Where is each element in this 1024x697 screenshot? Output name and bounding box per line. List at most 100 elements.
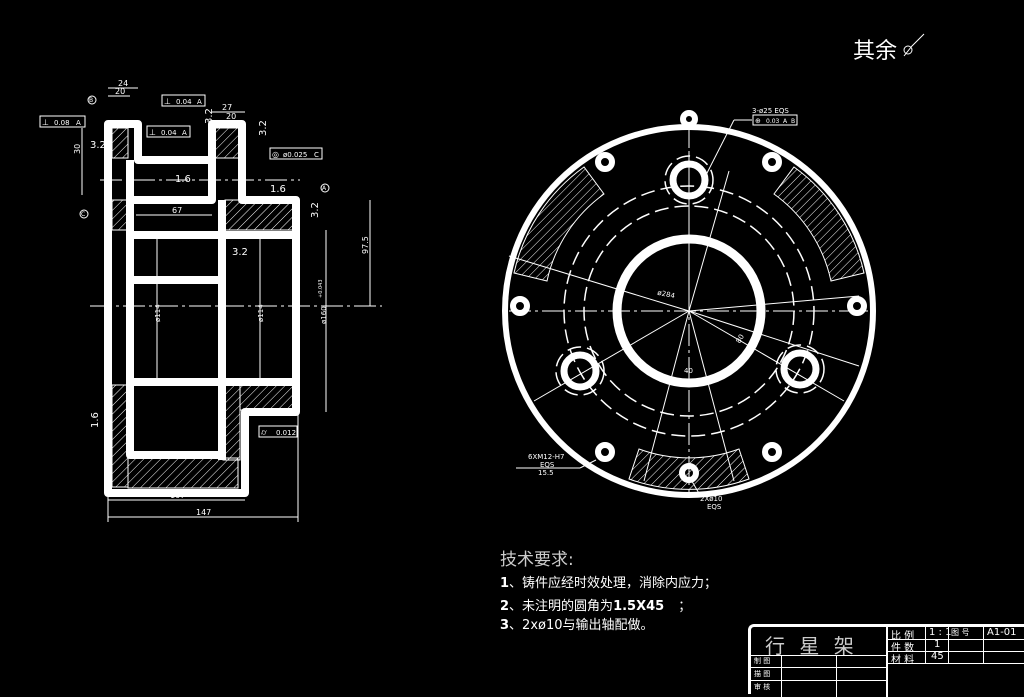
item-text: 、铸件应经时效处理，消除内应力； [509, 576, 718, 591]
drawing-no-label: 图 号 [951, 628, 970, 637]
large-hole [555, 155, 825, 396]
drawing-annotation: C [81, 211, 85, 218]
drawing-annotation: A [182, 129, 187, 137]
general-roughness-note: 其余 [853, 33, 925, 64]
drawing-annotation: ⊕ [755, 117, 761, 125]
drawing-line [903, 45, 913, 55]
drawing-line [595, 152, 615, 172]
requirement-item: 1、铸件应经时效处理，消除内应力； [500, 572, 717, 591]
drawing-annotation: ø114 [257, 304, 265, 322]
drawing-line [762, 152, 782, 172]
drawing-annotation: ø0.025 [283, 151, 307, 159]
tolerance-frame: ⊥ 0.04 A [161, 94, 206, 107]
drawing-line [595, 442, 615, 462]
drawing-line [903, 33, 925, 57]
drawing-line [689, 477, 701, 496]
drawing-annotation: A [783, 118, 788, 125]
drawing-annotation: ⊥ [42, 118, 49, 127]
drawing-line [847, 296, 867, 316]
material-label: 材 料 [891, 655, 915, 666]
drawing-line [680, 110, 698, 128]
drawing-line [130, 158, 216, 204]
drawing-line [508, 151, 860, 482]
item-number: 3 [500, 618, 510, 633]
drawing-line [81, 87, 371, 522]
item-text: 、2xø10与输出轴配做。 [509, 618, 654, 633]
drawing-annotation: A [197, 98, 202, 106]
requirement-item: 2、未注明的圆角为1.5X45 ； [500, 595, 691, 614]
drawing-annotation: 1.6 [270, 184, 286, 195]
drawing-line [688, 295, 860, 312]
tolerance-frame: ⊥ 0.08 A [39, 115, 86, 128]
drawing-line [688, 170, 730, 312]
tolerance-frame: ⌭ 0.012 [258, 425, 298, 438]
drawing-annotation: 15.5 [538, 469, 554, 477]
drawing-annotation: 2Xø10 [700, 495, 722, 503]
drawing-annotation: B [791, 118, 795, 125]
item-tail: ； [678, 599, 692, 614]
hatch-region [111, 384, 129, 488]
tolerance-frame: ◎ ø0.025 C [269, 147, 323, 160]
drawing-line [320, 183, 330, 193]
drawing-annotation: 3.2 [204, 108, 215, 124]
drawing-annotation: 107 [170, 491, 185, 500]
title-block: 行 星 架 比 例 1 : 1 图 号 A1-01 件 数 1 材 料 45 制… [748, 624, 1024, 697]
thread-callout: 6XM12-H7 EQS 15.5 [516, 453, 597, 477]
hatch-region [127, 457, 239, 489]
fillet-value: 1.5X45 [613, 599, 665, 614]
drawing-annotation: 3.2 [232, 247, 248, 258]
drawing-annotation: A [322, 185, 327, 192]
qty-value: 1 [934, 639, 941, 650]
hatch-region [111, 199, 129, 231]
drawing-annotation: 6XM12-H7 [528, 453, 564, 461]
drawing-annotation: 8 [144, 156, 148, 164]
drawing-line [146, 125, 191, 138]
drawing-annotation: ◎ [272, 150, 279, 159]
bolt-holes [510, 110, 867, 483]
hatch-region [513, 166, 605, 282]
drawing-annotation: 67 [172, 206, 182, 215]
hatch-region [239, 384, 296, 411]
drawing-annotation: 20 [115, 87, 125, 96]
drawing-line [752, 114, 798, 126]
hatch-region [773, 166, 865, 282]
drawing-annotation: 1.6 [175, 174, 191, 185]
hatch-region [111, 127, 129, 159]
drawing-annotation: 30 [73, 144, 82, 154]
drawing-annotation: ø160 [320, 306, 328, 324]
drawing-annotation: 97.5 [361, 236, 370, 254]
drawing-annotation: EQS [707, 503, 722, 511]
part-name: 行 星 架 [765, 634, 858, 658]
drawing-annotation: +0.043 [318, 279, 324, 298]
drawing-annotation: 其余 [853, 39, 897, 64]
hatch-region [224, 199, 296, 231]
item-number: 2 [500, 599, 510, 614]
drawing-annotation: B [89, 97, 93, 104]
drawing-line [762, 442, 782, 462]
drawing-annotation: A [76, 119, 81, 127]
drawing-annotation: 1.6 [90, 412, 101, 428]
drawing-annotation: C [314, 151, 319, 159]
drawing-annotation: 40 [684, 367, 693, 375]
tolerance-frame: ⊥ 0.04 A [146, 125, 191, 138]
drawing-annotation: 24 [118, 79, 128, 88]
requirement-item: 3、2xø10与输出轴配做。 [500, 614, 654, 633]
drawing-line [664, 155, 714, 205]
drawing-annotation: 20 [226, 112, 236, 121]
drawing-line [679, 463, 699, 483]
hole-callout: 3-ø25 EQS ⊕ 0.03 A B [705, 107, 798, 176]
drawing-line [688, 310, 845, 402]
drawing-line [508, 255, 690, 312]
part-outline [104, 120, 300, 497]
drawing-annotation: ⌭ [261, 428, 267, 437]
drawing-annotation: 0.04 [176, 98, 192, 106]
drawing-line [579, 459, 597, 469]
item-number: 1 [500, 576, 510, 591]
drawing-line [555, 346, 605, 396]
drawing-annotation: 0.04 [161, 129, 177, 137]
drawing-annotation: 27 [222, 103, 232, 112]
drawing-line [87, 95, 97, 105]
item-text: 、未注明的圆角为 [509, 599, 614, 614]
hatch-region [212, 127, 242, 159]
drawing-line [705, 119, 735, 176]
